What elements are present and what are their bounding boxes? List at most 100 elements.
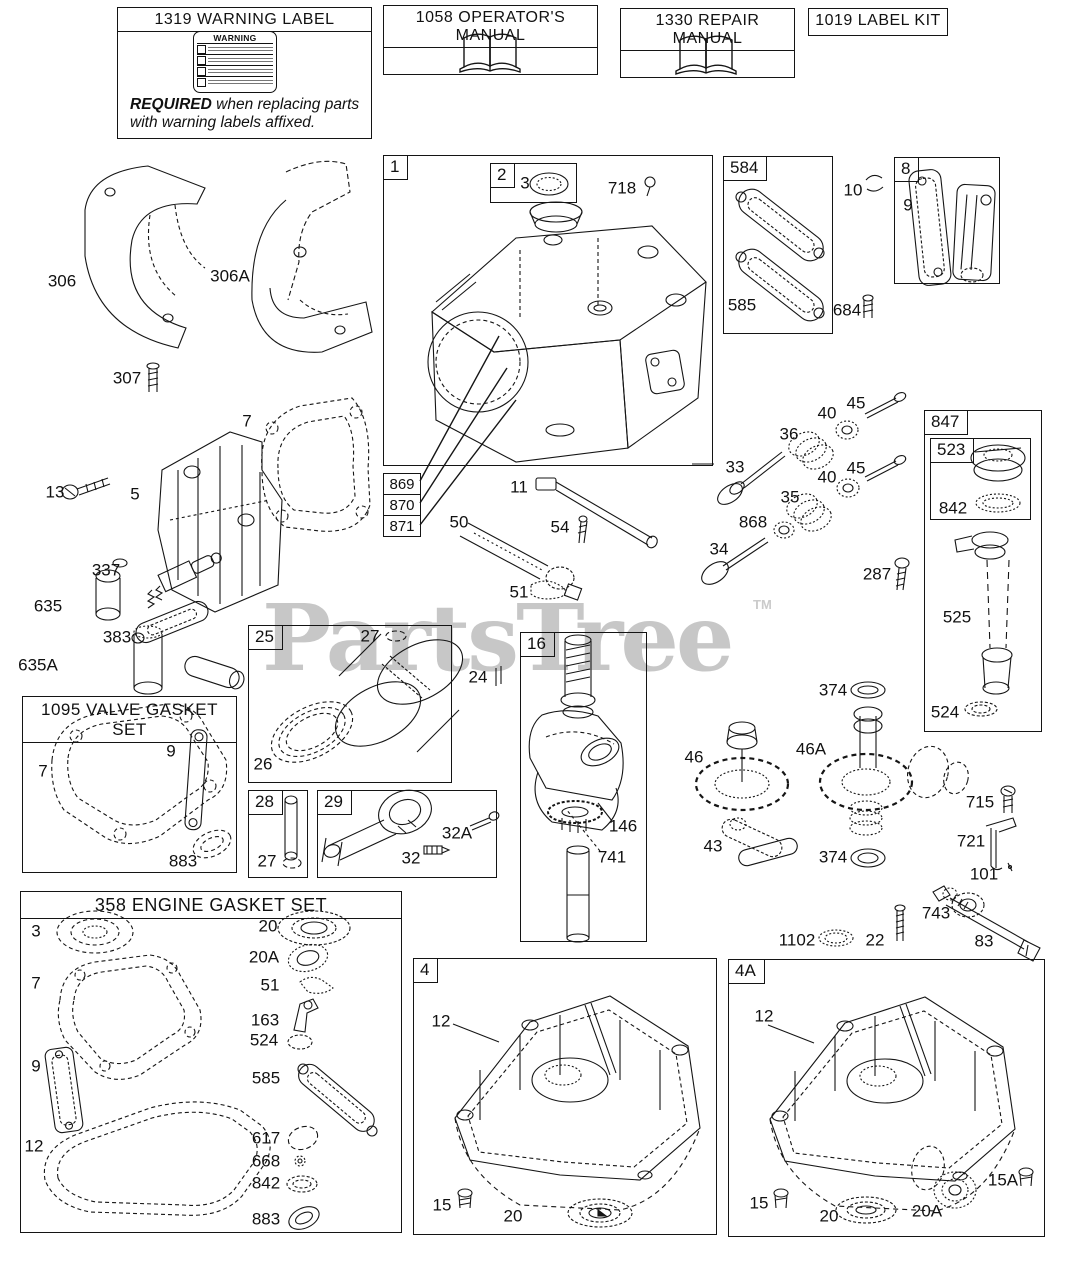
callout-20: 20 [258,916,278,936]
operators-manual-title: 1058 OPERATOR'S MANUAL [384,6,597,48]
warning-pictogram-icon [197,44,206,54]
callout-306: 306 [47,271,77,291]
callout-5: 5 [130,484,140,504]
part-306-sketch [84,165,206,349]
callout-12: 12 [24,1136,44,1156]
callout-20: 20 [819,1206,839,1226]
part-337-spark-plug-sketch [146,552,222,609]
panel-label-4: 4 [414,959,439,984]
engine-gasket-set-contents-sketch [43,910,378,1230]
callout-383: 383 [102,627,132,647]
valve-gasket-set-contents-sketch [51,703,232,859]
callout-34: 34 [709,539,729,559]
part-11-tube-sketch [535,477,658,549]
callout-45: 45 [846,393,866,413]
part-847-dipstick-sketch [954,444,1026,717]
panel-label-2: 2 [491,164,516,189]
callout-146: 146 [608,816,638,836]
panel-label-4A: 4A [729,960,765,985]
callout-635: 635 [33,596,63,616]
panel-label-584: 584 [724,157,768,182]
callout-307: 307 [112,368,142,388]
panel-1: 1 [383,155,713,466]
callout-26: 26 [253,754,273,774]
warning-label-graphic: WARNING [193,31,277,93]
panel-847: 847 [924,410,1042,732]
callout-15A: 15A [987,1170,1019,1190]
callout-883: 883 [251,1209,281,1229]
repair-manual-box: 1330 REPAIR MANUAL [620,8,795,78]
panel-label-29: 29 [318,791,352,816]
callout-842: 842 [938,498,968,518]
part-28-piston-pin-sketch [282,795,302,869]
part-46-cam-gear-sketch [694,721,790,812]
panel-label-523: 523 [931,439,975,464]
callout-45: 45 [846,458,866,478]
panel-2: 2 [490,163,577,203]
part-7-gasket-sketch [261,397,371,532]
callout-721: 721 [956,831,986,851]
callout-40: 40 [817,403,837,423]
callout-33: 33 [725,457,745,477]
callout-46A: 46A [795,739,827,759]
panel-label-25: 25 [249,626,283,651]
part-307-sketch [146,362,160,392]
panel-8: 8 [894,157,1000,284]
callout-54: 54 [550,517,570,537]
callout-11: 11 [510,477,528,497]
callout-20A: 20A [248,947,280,967]
callout-9: 9 [903,195,913,215]
callout-718: 718 [607,178,637,198]
callout-43: 43 [703,836,723,856]
part-306A-sketch [251,160,373,353]
watermark-tm-icon: TM [753,597,772,612]
repair-manual-title: 1330 REPAIR MANUAL [621,9,794,51]
callout-374: 374 [818,847,848,867]
callout-163: 163 [250,1010,280,1030]
callout-20A: 20A [911,1201,943,1221]
part-4A-bottom-parts-sketch [773,1145,1034,1224]
callout-337: 337 [91,560,121,580]
callout-7: 7 [242,411,252,431]
callout-374: 374 [818,680,848,700]
warning-required-note: REQUIRED when replacing parts with warni… [130,96,360,132]
callout-684: 684 [832,300,862,320]
part-16-crankshaft-sketch [528,634,624,943]
part-25-piston-sketch [270,630,502,763]
part-635-sketch [95,558,128,621]
part-13-screw-sketch [61,477,111,500]
callout-15: 15 [432,1195,452,1215]
callout-842: 842 [251,1173,281,1193]
callout-868: 868 [738,512,768,532]
warning-label-heading: WARNING [197,33,273,44]
warning-pictogram-icon [197,55,206,65]
callout-287: 287 [862,564,892,584]
part-635A-sketch [133,625,245,695]
part-5-cylinder-head-sketch [157,431,283,613]
panel-28: 28 [248,790,308,878]
panel-4A: 4A [728,959,1045,1237]
callout-12: 12 [754,1006,774,1026]
callout-40: 40 [817,467,837,487]
callout-883: 883 [168,851,198,871]
part-8-muffler-sketch [908,169,996,286]
operators-manual-box: 1058 OPERATOR'S MANUAL [383,5,598,75]
callout-743: 743 [921,903,951,923]
callout-27: 27 [257,851,277,871]
governor-parts-sketch [818,785,1041,962]
callout-635A: 635A [18,655,58,675]
engine-gasket-set-box: 358 ENGINE GASKET SET [20,891,402,1233]
valve-train-sketch [692,392,907,585]
callout-306A: 306A [210,266,250,286]
callout-524: 524 [249,1030,279,1050]
panel-label-847: 847 [925,411,969,436]
callout-9: 9 [166,741,176,761]
part-287-screw-sketch [894,557,910,591]
panel-label-8: 8 [895,158,920,183]
callout-9: 9 [31,1056,41,1076]
callout-15: 15 [749,1193,769,1213]
callout-715: 715 [965,792,995,812]
callout-524: 524 [930,702,960,722]
